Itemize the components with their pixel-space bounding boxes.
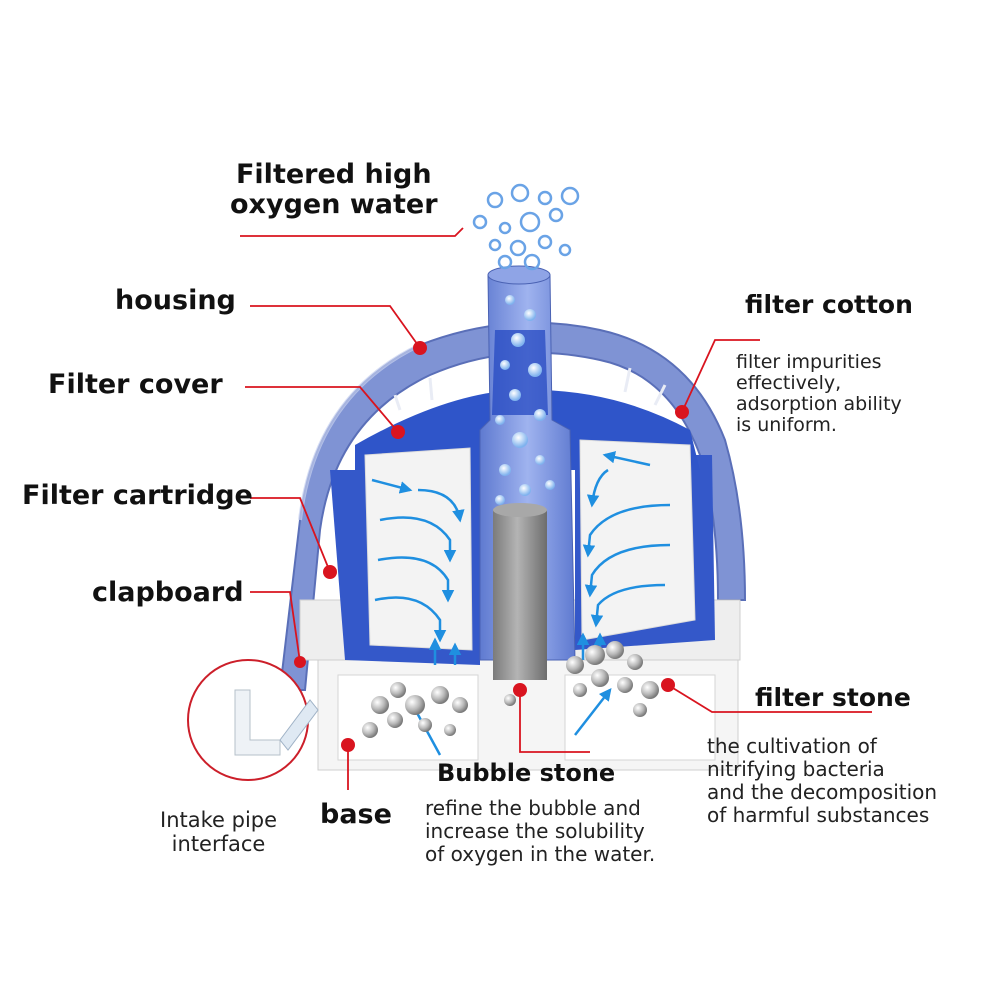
label-intake-pipe: Intake pipe interface <box>160 808 277 856</box>
label-filtered-water-line2: oxygen water <box>230 189 438 220</box>
stone-ball-icon <box>362 641 659 738</box>
label-filter-cotton: filter cotton <box>745 290 913 319</box>
desc-filter-cotton: filter impurities effectively, adsorptio… <box>736 352 902 436</box>
desc-filter-stone: the cultivation of nitrifying bacteria a… <box>707 735 937 827</box>
desc-filter-stone-line1: the cultivation of <box>707 734 877 758</box>
label-housing: housing <box>115 285 236 316</box>
desc-filter-stone-line3: and the decomposition <box>707 780 938 804</box>
housing-shell <box>278 321 747 691</box>
desc-filter-cotton-line4: is uniform. <box>736 414 837 436</box>
desc-filter-stone-line4: of harmful substances <box>707 803 930 827</box>
label-clapboard: clapboard <box>92 577 244 608</box>
leader-lines <box>240 227 872 790</box>
label-filter-stone: filter stone <box>755 683 911 712</box>
tube-bubbles <box>495 295 555 505</box>
label-bubble-stone: Bubble stone <box>437 759 616 787</box>
label-filter-cover: Filter cover <box>48 369 223 400</box>
label-filter-cartridge: Filter cartridge <box>22 480 253 511</box>
bubble-cluster-icon <box>472 183 580 271</box>
label-intake-pipe-line2: interface <box>171 832 266 856</box>
housing-ribs <box>393 367 667 411</box>
desc-filter-stone-line2: nitrifying bacteria <box>707 757 885 781</box>
intake-pipe-inset <box>187 659 319 781</box>
flow-arrow-icon <box>371 451 671 756</box>
desc-filter-cotton-line2: effectively, <box>736 372 842 394</box>
leader-dots <box>294 341 689 752</box>
desc-filter-cotton-line1: filter impurities <box>736 351 882 373</box>
bubble-stone <box>493 503 547 680</box>
label-base: base <box>320 799 392 830</box>
desc-bubble-stone-line3: of oxygen in the water. <box>425 842 656 866</box>
desc-filter-cotton-line3: adsorption ability <box>736 393 902 415</box>
label-filtered-water-line1: Filtered high <box>235 159 432 190</box>
desc-bubble-stone-line1: refine the bubble and <box>425 796 641 820</box>
desc-bubble-stone-line2: increase the solubility <box>425 819 645 843</box>
desc-bubble-stone: refine the bubble and increase the solub… <box>425 797 655 866</box>
label-filtered-water: Filtered high oxygen water <box>230 160 438 220</box>
label-intake-pipe-line1: Intake pipe <box>160 808 278 832</box>
